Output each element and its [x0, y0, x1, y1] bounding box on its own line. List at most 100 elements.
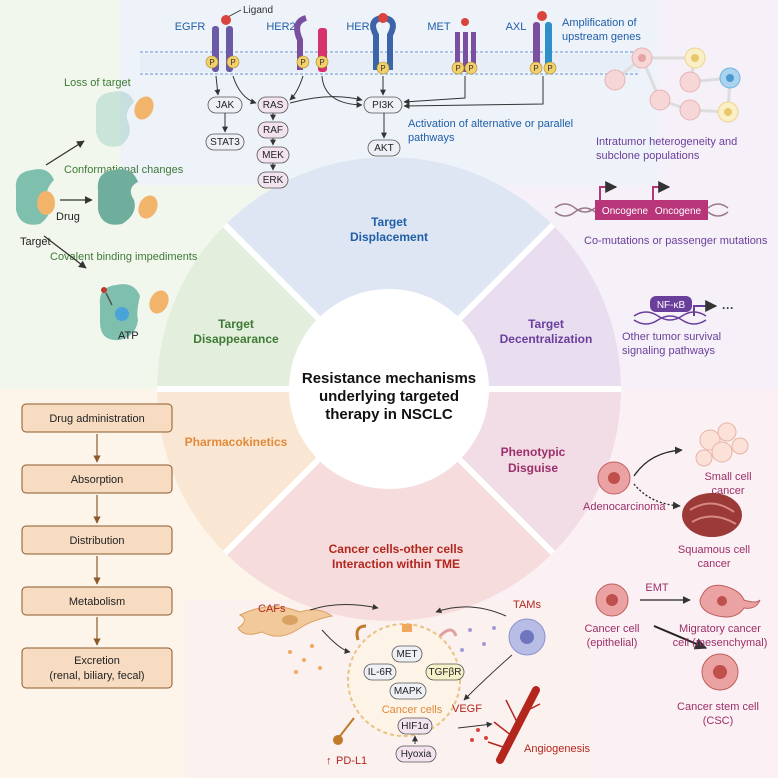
- ellipsis: ···: [722, 301, 734, 315]
- epithelial-label-2: (epithelial): [587, 637, 638, 649]
- squamous-label-1: Squamous cell: [678, 544, 750, 556]
- decentralization-label-1: Target: [528, 317, 564, 331]
- disguise-arrows: [633, 446, 708, 650]
- caf-dots: [288, 644, 322, 674]
- p-site: P: [380, 64, 385, 73]
- p-site: P: [533, 64, 538, 73]
- her2-label: HER2: [266, 21, 295, 33]
- her3-receptor: [370, 13, 396, 70]
- squamous-label-2: cancer: [697, 558, 730, 570]
- tme-tgfbr: TGFβR: [429, 667, 462, 678]
- center-title: Resistance mechanisms underlying targete…: [302, 370, 476, 423]
- adeno-cell: [597, 461, 631, 495]
- pdl1-label: PD-L1: [336, 755, 367, 767]
- center-title-line2: underlying targeted: [319, 388, 459, 405]
- egfr-label: EGFR: [175, 21, 206, 33]
- her3-label: HER3: [346, 21, 375, 33]
- met-label: MET: [427, 21, 451, 33]
- nfkb-dna: [633, 296, 718, 325]
- pk-step-box: [21, 525, 173, 555]
- p-site: P: [468, 64, 473, 73]
- comutation-label: Co-mutations or passenger mutations: [584, 235, 768, 247]
- displacement-label-1: Target: [371, 215, 407, 229]
- node-pi3k: PI3K: [372, 100, 394, 111]
- changed-target: [97, 169, 138, 225]
- target-protein-main: [15, 169, 55, 225]
- node-mek: MEK: [262, 150, 284, 161]
- node-raf: RAF: [263, 125, 283, 136]
- nfkb-label: NF-κB: [657, 300, 686, 311]
- migratory-label-2: cell (mesenchymal): [673, 637, 768, 649]
- tam-cell: [508, 618, 546, 656]
- stem-cell: [701, 653, 739, 691]
- pk-step-label: Metabolism: [69, 596, 125, 608]
- pk-step-label: Distribution: [69, 535, 124, 547]
- epithelial-cell: [595, 583, 629, 617]
- pdl1-arrow: ↑: [326, 755, 332, 767]
- alternative-note-1: Activation of alternative or parallel: [408, 118, 573, 130]
- tme-label-1: Cancer cells-other cells: [329, 542, 464, 556]
- loss-of-target-label: Loss of target: [64, 77, 131, 89]
- disguise-label-1: Phenotypic: [501, 445, 566, 459]
- p-site: P: [547, 64, 552, 73]
- intratumor-label-2: subclone populations: [596, 150, 700, 162]
- p-site: P: [209, 58, 214, 67]
- sector-tme: [225, 389, 553, 621]
- node-jak: JAK: [216, 100, 235, 111]
- faded-target: [95, 91, 134, 147]
- p-site: P: [455, 64, 460, 73]
- oncogene-2: Oncogene: [655, 206, 702, 217]
- pk-step-box: [21, 403, 173, 433]
- tme-arrows: [309, 603, 513, 729]
- tams-label: TAMs: [513, 599, 541, 611]
- disappearance-arrows: [43, 140, 93, 269]
- amplification-note-2: upstream genes: [562, 31, 641, 43]
- oncogene-boxes: [595, 181, 708, 220]
- covalent-label: Covalent binding impediments: [50, 251, 198, 263]
- pathway-nodes: JAK STAT3 RAS RAF MEK ERK PI3K AKT: [205, 96, 403, 189]
- node-ras: RAS: [263, 100, 284, 111]
- cancer-cells-label: Cancer cells: [382, 704, 443, 716]
- pk-step-sublabel: (renal, biliary, fecal): [49, 670, 144, 682]
- pdl1-marker: [333, 717, 355, 745]
- pharmacokinetics-label: Pharmacokinetics: [185, 435, 288, 449]
- pk-step-label: Drug administration: [49, 413, 144, 425]
- other-pathways-label-1: Other tumor survival: [622, 331, 721, 343]
- decentralization-label-2: Decentralization: [500, 332, 593, 346]
- drug-conf: [138, 195, 158, 219]
- migratory-label-1: Migratory cancer: [679, 623, 761, 635]
- cancer-cell-membrane: [347, 623, 461, 737]
- tme-hif: HIF1α: [401, 721, 429, 732]
- csc-label-2: (CSC): [703, 715, 734, 727]
- drug-covalent: [149, 290, 169, 314]
- pk-step-box: [21, 647, 173, 689]
- atp-label: ATP: [118, 330, 139, 342]
- pk-step-label: Excretion: [74, 655, 120, 667]
- tme-hypoxia: Hyoxia: [401, 749, 432, 760]
- squamous-cluster: [682, 493, 742, 537]
- sector-displacement: [225, 157, 553, 389]
- center-disk: [289, 289, 489, 489]
- met-receptor: [455, 18, 476, 72]
- center-title-line3: therapy in NSCLC: [325, 406, 453, 423]
- disappearance-label-2: Disappearance: [193, 332, 279, 346]
- vegf-dots: [470, 728, 488, 742]
- csc-label-1: Cancer stem cell: [677, 701, 759, 713]
- pk-step-box: [21, 464, 173, 494]
- p-site: P: [300, 58, 305, 67]
- emt-label: EMT: [645, 582, 669, 594]
- alternative-note-2: pathways: [408, 132, 455, 144]
- displacement-label-2: Displacement: [350, 230, 428, 244]
- other-pathways-label-2: signaling pathways: [622, 345, 715, 357]
- tme-met: MET: [396, 649, 417, 660]
- cafs-label: CAFs: [258, 603, 286, 615]
- blood-vessel: [487, 686, 541, 764]
- pk-step-box: [21, 586, 173, 616]
- tme-nodes: MET IL-6R TGFβR MAPK HIF1α Hyoxia: [363, 645, 465, 763]
- node-akt: AKT: [374, 143, 393, 154]
- pk-flow: Drug administrationAbsorptionDistributio…: [21, 403, 173, 689]
- disappearance-label-1: Target: [218, 317, 254, 331]
- subclone-cells: [604, 47, 741, 123]
- drug-label: Drug: [56, 211, 80, 223]
